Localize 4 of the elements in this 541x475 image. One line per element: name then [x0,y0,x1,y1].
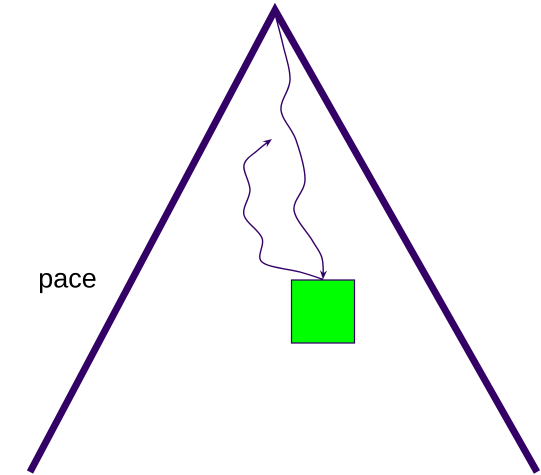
text-label: pace [40,272,96,294]
triangle-outline [26,2,540,474]
wavy-arrow [243,139,324,280]
square [290,279,356,344]
